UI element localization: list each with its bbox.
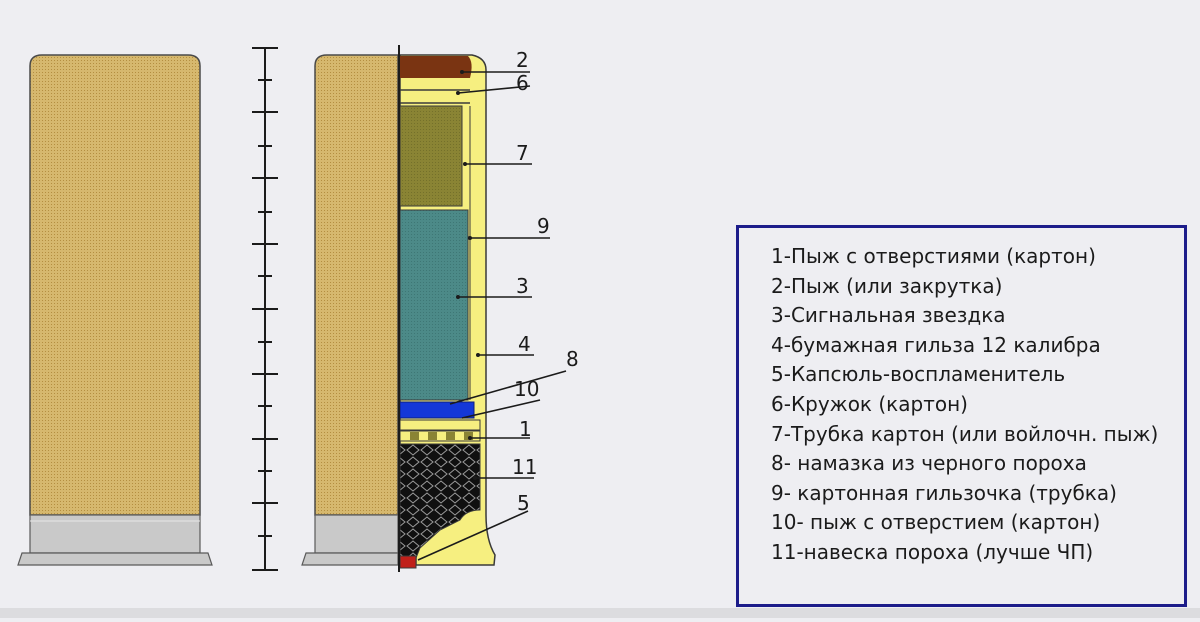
legend-item: 5-Капсюль-воспламенитель (771, 362, 1066, 387)
signal-star (399, 209, 469, 401)
callout-9: 9 (537, 214, 550, 238)
leader-lines (417, 71, 567, 561)
callout-1: 1 (519, 417, 532, 441)
callout-3: 3 (516, 274, 529, 298)
powder-charge (399, 443, 481, 559)
callout-11: 11 (512, 455, 537, 479)
legend-item: 1-Пыж с отверстиями (картон) (771, 244, 1096, 268)
callout-8: 8 (566, 347, 579, 371)
legend-item: 10- пыж с отверстием (картон) (771, 510, 1101, 535)
full-cartridge (17, 54, 213, 566)
legend-box: 1-Пыж с отверстиями (картон) 2-Пыж (или … (736, 225, 1187, 607)
brass-head-half (314, 514, 399, 554)
ruler (252, 47, 278, 571)
callout-6: 6 (516, 71, 529, 95)
callout-10: 10 (514, 377, 539, 401)
callout-4: 4 (518, 332, 531, 356)
legend-item: 11-навеска пороха (лучше ЧП) (771, 539, 1094, 564)
paper-hull-full (29, 54, 201, 516)
cutaway-cartridge (301, 45, 496, 572)
legend-item: 7-Трубка картон (или войлочн. пыж) (771, 421, 1159, 446)
black-powder-coating (399, 401, 475, 419)
bottom-strip (0, 608, 1200, 618)
primer (399, 555, 417, 569)
callout-7: 7 (516, 141, 529, 165)
legend-item: 9- картонная гильзочка (трубка) (771, 480, 1117, 505)
rim-full (17, 552, 213, 566)
callout-numbers: 2 6 7 9 3 4 8 10 1 11 5 (512, 48, 579, 515)
cardboard-tube (399, 105, 463, 207)
legend-item: 6-Кружок (картон) (771, 391, 968, 416)
paper-hull-half (314, 54, 399, 516)
crimp-wad (400, 56, 472, 78)
legend-list: 1-Пыж с отверстиями (картон) 2-Пыж (или … (771, 242, 1158, 568)
legend-item: 3-Сигнальная звездка (771, 303, 1006, 328)
legend-item: 4-бумажная гильза 12 калибра (771, 332, 1101, 357)
callout-5: 5 (517, 491, 530, 515)
legend-item: 8- намазка из черного пороха (771, 451, 1087, 476)
legend-item: 2-Пыж (или закрутка) (771, 273, 1003, 298)
callout-2: 2 (516, 48, 529, 72)
